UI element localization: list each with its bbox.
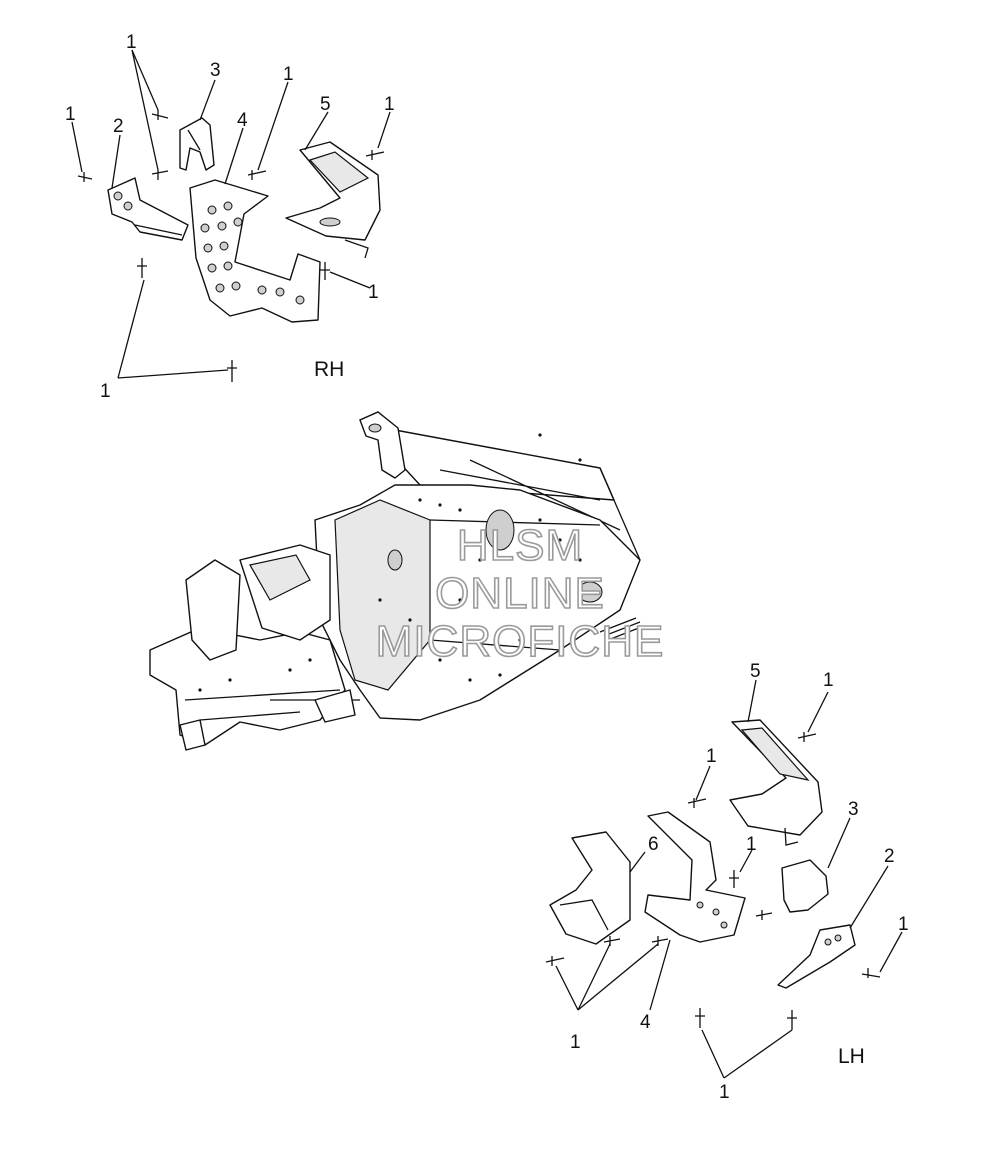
lh-callout-1-leftgroup: 1 (570, 1032, 581, 1053)
lh-callout-1-top: 1 (823, 670, 834, 691)
rh-callout-1-left: 1 (65, 104, 76, 125)
lh-exploded-group (545, 679, 903, 1079)
rh-part-3-bracket (179, 117, 215, 171)
lh-callout-1-center: 1 (746, 834, 757, 855)
rh-part-2-bracket (107, 177, 189, 241)
chassis-frame (149, 411, 645, 751)
lh-callouts: 5 1 1 3 6 1 2 1 4 1 1 LH (570, 661, 909, 1103)
lh-part-6-panel (549, 831, 631, 945)
rh-callouts: 1 3 1 5 1 1 4 2 1 1 RH (65, 32, 395, 402)
rh-callout-1-lower: 1 (368, 282, 379, 303)
watermark: HLSM ONLINE MICROFICHE (375, 520, 665, 667)
rh-side-label: RH (314, 358, 344, 381)
rh-callout-4: 4 (237, 110, 248, 131)
lh-callout-4: 4 (640, 1012, 651, 1033)
rh-part-5-guard (285, 141, 381, 259)
watermark-line-1: HLSM (457, 521, 583, 570)
lh-callout-3: 3 (848, 799, 859, 820)
lh-callout-6: 6 (648, 834, 659, 855)
rh-callout-5: 5 (320, 94, 331, 115)
lh-callout-1-right: 1 (898, 914, 909, 935)
rh-callout-1-right: 1 (384, 94, 395, 115)
frame-rivets (198, 433, 582, 692)
rh-callout-1-top: 1 (126, 32, 137, 53)
watermark-line-3: MICROFICHE (376, 617, 665, 666)
lh-part-2-bracket (777, 924, 856, 989)
lh-part-3-bracket (781, 859, 829, 913)
rh-part-4-skid-plate (189, 179, 321, 323)
rh-exploded-group (71, 49, 391, 382)
lh-callout-2: 2 (884, 846, 895, 867)
lh-part-4-skid-plate (644, 811, 746, 943)
lh-part-5-guard (729, 719, 823, 846)
rh-callout-3: 3 (210, 60, 221, 81)
lh-side-label: LH (838, 1045, 865, 1068)
rh-leader-lines (71, 49, 391, 379)
lh-leader-lines (555, 679, 903, 1079)
rh-callout-2: 2 (113, 116, 124, 137)
watermark-line-2: ONLINE (435, 569, 605, 618)
lh-callout-1-mid: 1 (706, 746, 717, 767)
lh-callout-1-bottom: 1 (719, 1082, 730, 1103)
rh-callout-1-bottom: 1 (100, 381, 111, 402)
rh-fastener-set (77, 110, 385, 382)
lh-callout-5: 5 (750, 661, 761, 682)
rh-callout-1-mid: 1 (283, 64, 294, 85)
lh-fastener-set (545, 732, 881, 1030)
